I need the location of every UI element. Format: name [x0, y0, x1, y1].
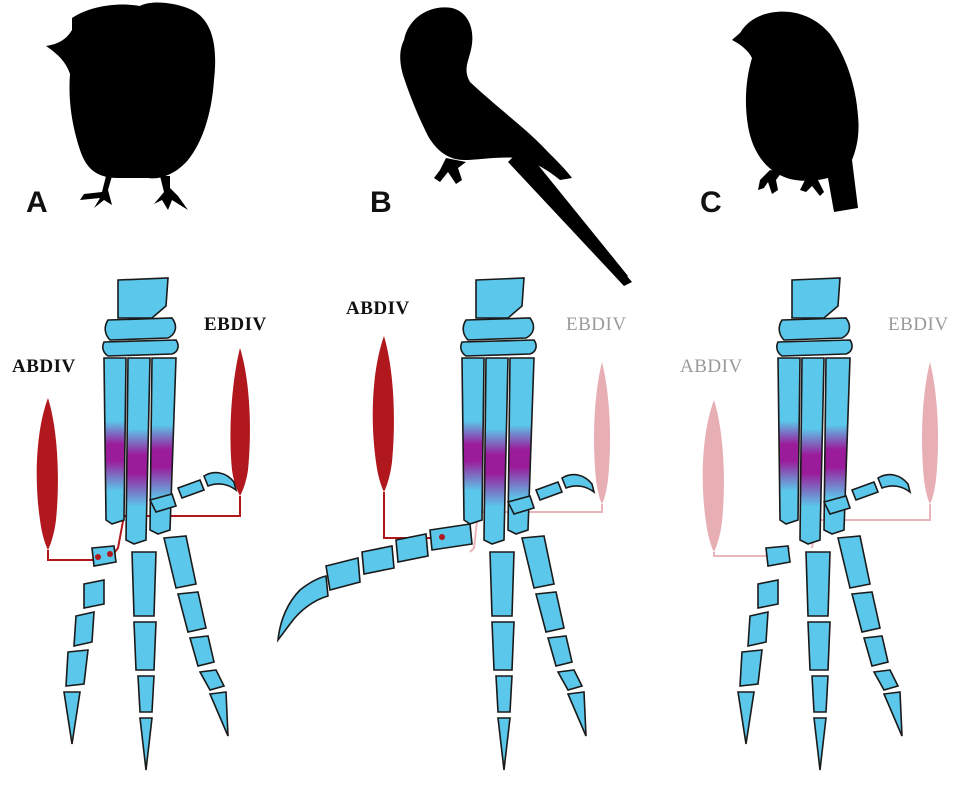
abdiv-muscle-b: [373, 336, 394, 492]
ebdiv-muscle-c: [922, 362, 938, 504]
foot-skeleton-b: [278, 278, 610, 770]
ebdiv-muscle-a: [230, 348, 250, 496]
ebdiv-label-a: EBDIV: [204, 314, 267, 335]
ebdiv-muscle-b: [594, 362, 610, 504]
panel-label-a: A: [26, 186, 48, 219]
foot-skeleton-a: [37, 278, 250, 770]
panel-label-c: C: [700, 186, 722, 219]
abdiv-label-c: ABDIV: [680, 356, 743, 377]
panel-label-b: B: [370, 186, 392, 219]
bird-silhouette-a-icon: [46, 3, 215, 210]
abdiv-label-a: ABDIV: [12, 356, 76, 377]
ebdiv-label-b: EBDIV: [566, 314, 627, 335]
ebdiv-label-c: EBDIV: [888, 314, 949, 335]
bird-silhouette-b-icon: [400, 7, 632, 286]
abdiv-muscle-c: [703, 400, 724, 552]
bird-silhouette-c-icon: [732, 12, 859, 212]
foot-skeleton-c: [703, 278, 938, 770]
abdiv-label-b: ABDIV: [346, 298, 410, 319]
abdiv-muscle-a: [37, 398, 58, 550]
